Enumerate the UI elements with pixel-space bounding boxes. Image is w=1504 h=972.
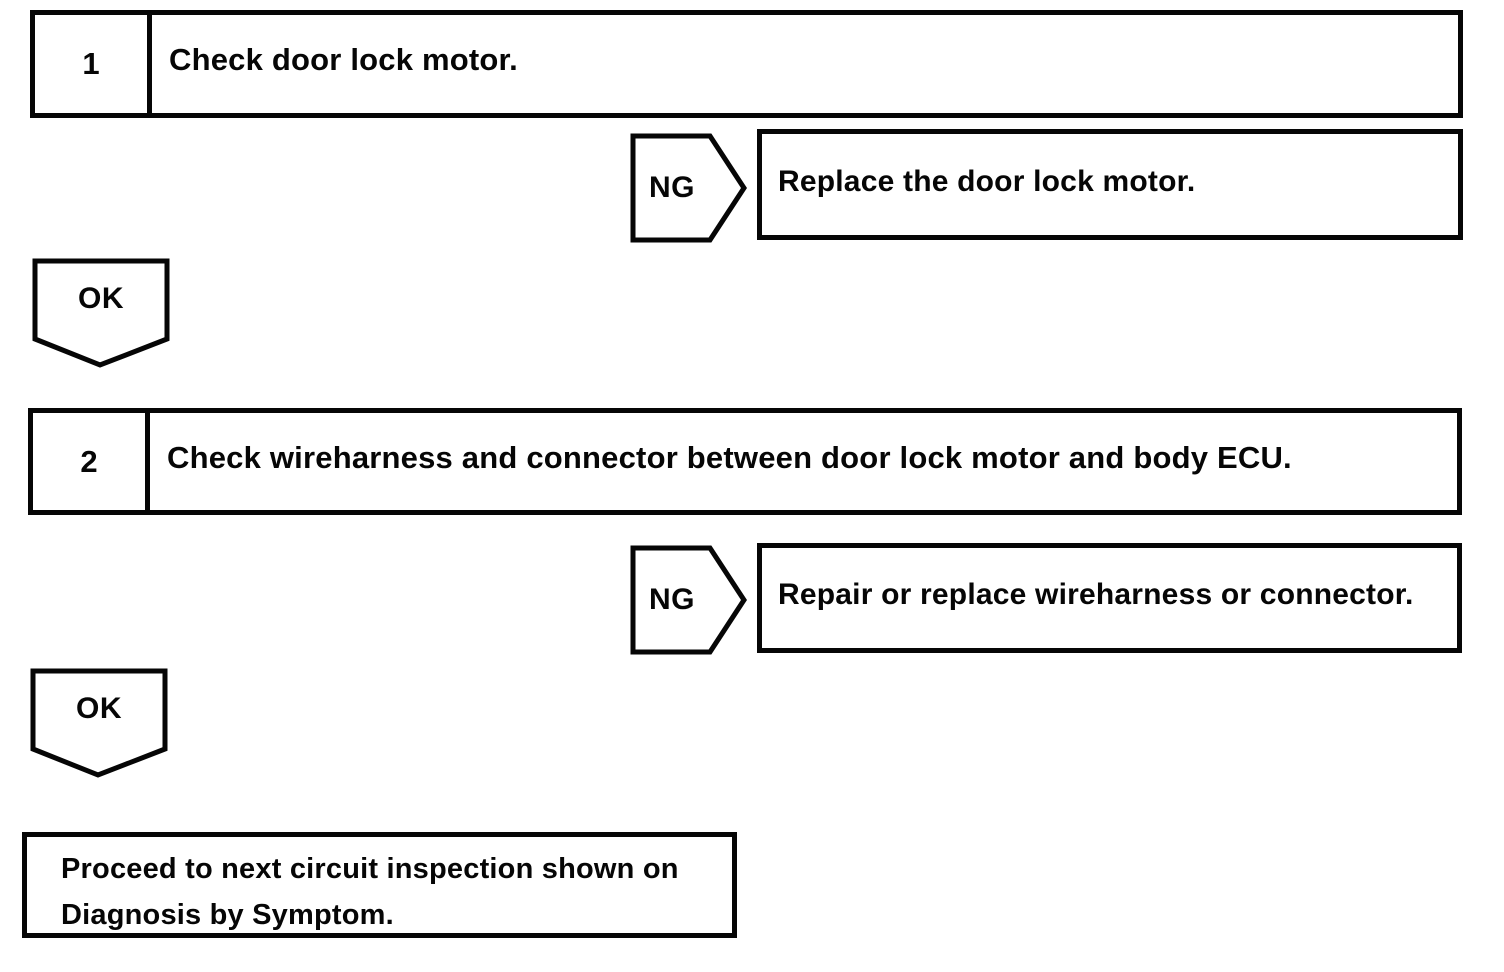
step-number-1: 1 — [35, 15, 152, 113]
ng-action-text-1: Replace the door lock motor. — [778, 164, 1196, 198]
ng-pentagon-shape-1 — [630, 133, 747, 243]
ng-action-box-2: Repair or replace wireharness or connect… — [757, 543, 1462, 653]
final-instruction-line1: Proceed to next circuit inspection shown… — [61, 853, 679, 885]
ng-action-text-2: Repair or replace wireharness or connect… — [778, 578, 1414, 611]
ng-action-box-1: Replace the door lock motor. — [757, 129, 1463, 240]
final-instruction-line2: Diagnosis by Symptom. — [61, 899, 394, 931]
ng-label-1: NG — [649, 171, 695, 204]
ng-arrow-2: NG — [630, 545, 748, 655]
ok-arrow-1: OK — [32, 258, 170, 368]
ng-label-2: NG — [649, 583, 695, 616]
ok-label-1: OK — [78, 282, 124, 315]
ok-label-2: OK — [76, 692, 122, 725]
step-instruction-1: Check door lock motor. — [169, 42, 518, 77]
final-instruction-box: Proceed to next circuit inspection shown… — [22, 832, 737, 938]
step-box-2: 2 Check wireharness and connector betwee… — [28, 408, 1462, 515]
step-instruction-2: Check wireharness and connector between … — [167, 439, 1292, 475]
step-number-2: 2 — [33, 413, 150, 510]
ng-pentagon-shape-2 — [630, 545, 747, 655]
ok-pentagon-shape-2 — [30, 668, 168, 778]
ng-arrow-1: NG — [630, 133, 748, 243]
step-box-1: 1 Check door lock motor. — [30, 10, 1463, 118]
ok-pentagon-shape-1 — [32, 258, 170, 368]
ok-arrow-2: OK — [30, 668, 168, 778]
